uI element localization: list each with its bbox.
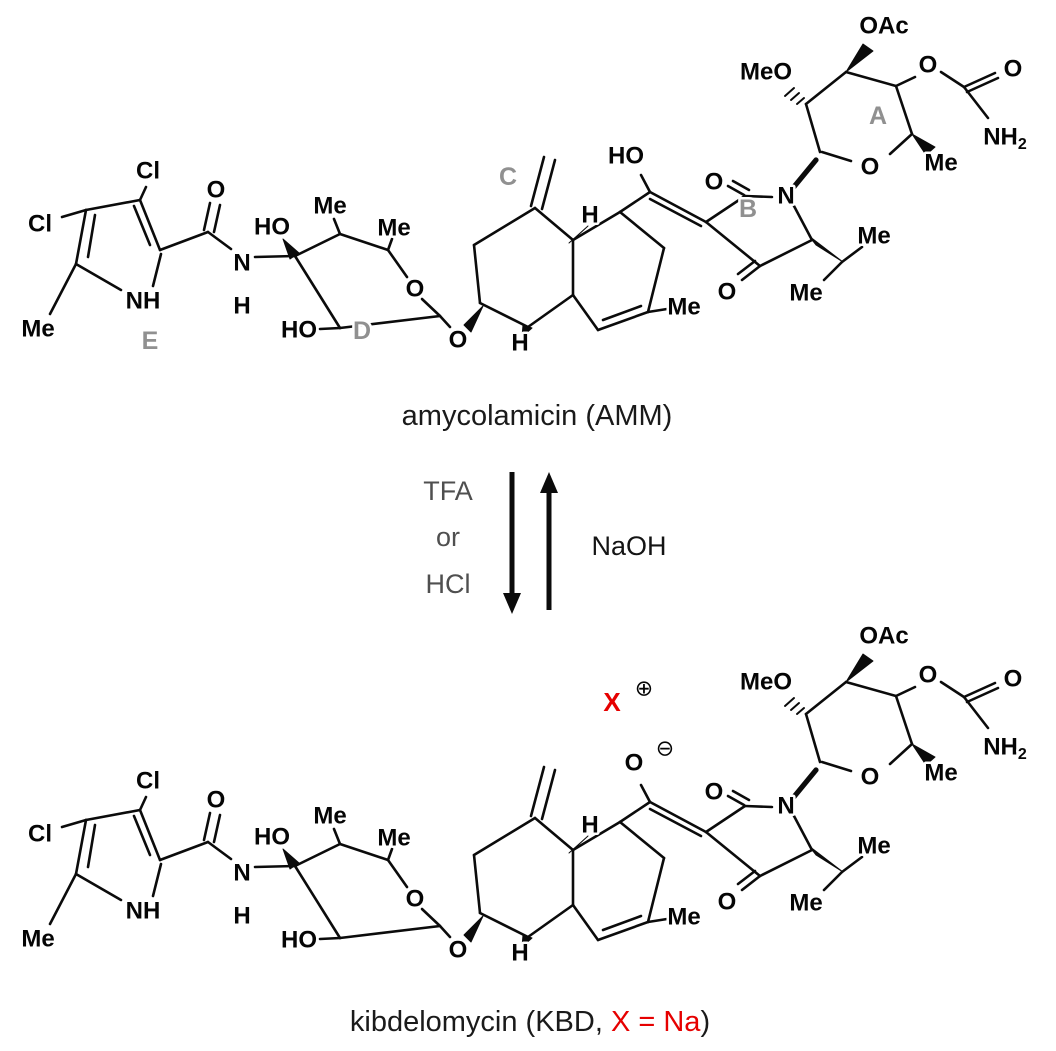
atom-label: Cl [28, 821, 52, 848]
atom-label: H [233, 903, 250, 930]
atom-label: Cl [136, 768, 160, 795]
atom-label: O [207, 787, 226, 814]
atom-label: H [511, 330, 528, 357]
atom-label: Me [667, 294, 700, 321]
reverse-arrowhead-icon [540, 472, 558, 493]
atom-label: O [919, 662, 938, 689]
kbd-caption-highlight: X = Na [611, 1006, 701, 1038]
kbd-caption-prefix: kibdelomycin (KBD, [350, 1006, 611, 1038]
atom-label: NH2 [983, 734, 1027, 763]
atom-label: O [449, 327, 468, 354]
atom-label: O [919, 52, 938, 79]
atom-label: Cl [28, 211, 52, 238]
atom-label: HO [281, 927, 317, 954]
atom-label: HO [254, 214, 290, 241]
reagent-tfa: TFA [423, 476, 473, 506]
equilibrium-arrows: TFA or HCl NaOH [423, 472, 667, 614]
atom-label: O [406, 276, 425, 303]
atom-label: OAc [859, 13, 908, 40]
atom-label: OAc [859, 623, 908, 650]
atom-label: NH2 [983, 124, 1027, 153]
atom-label: Me [377, 825, 410, 852]
atom-label: Me [21, 926, 54, 953]
atom-label: O [625, 750, 644, 777]
atom-label: Me [377, 215, 410, 242]
atom-label: Me [313, 803, 346, 830]
atom-label: H [233, 293, 250, 320]
atom-label: Cl [136, 158, 160, 185]
atom-label: N [233, 250, 250, 277]
atom-label: HO [608, 143, 644, 170]
atom-label: HO [281, 317, 317, 344]
atom-label: N [233, 860, 250, 887]
atom-label: Me [313, 193, 346, 220]
minus-charge-icon: ⊖ [656, 736, 674, 761]
atom-label: NH [126, 898, 161, 925]
atom-label: MeO [740, 669, 792, 696]
atom-label: O [718, 889, 737, 916]
forward-arrowhead-icon [503, 593, 521, 614]
ring-label-e: E [142, 327, 159, 355]
atom-label: H [581, 812, 598, 839]
atom-label: O [207, 177, 226, 204]
atom-label: O [705, 779, 724, 806]
atom-label: Me [667, 904, 700, 931]
amm-caption: amycolamicin (AMM) [402, 400, 673, 432]
counterion-x: X [603, 687, 621, 717]
atom-label: H [581, 202, 598, 229]
atom-label: O [705, 169, 724, 196]
plus-charge-icon: ⊕ [635, 676, 653, 701]
atom-label: O [406, 886, 425, 913]
atom-label: Me [924, 760, 957, 787]
amm-skeleton [50, 44, 998, 337]
atom-label: O [1004, 666, 1023, 693]
atom-label: Me [924, 150, 957, 177]
reagent-naoh: NaOH [591, 531, 666, 561]
atom-label: HO [254, 824, 290, 851]
atom-label: Me [21, 316, 54, 343]
atom-label: MeO [740, 59, 792, 86]
atom-label: O [1004, 56, 1023, 83]
ring-label-b: B [739, 195, 757, 223]
atom-label: O [861, 764, 880, 791]
ring-label-d: D [353, 317, 371, 345]
ring-label-c: C [499, 163, 517, 191]
atom-label: H [511, 940, 528, 967]
kbd-caption: kibdelomycin (KBD, X = Na) [350, 1006, 710, 1038]
reagent-or: or [436, 522, 460, 552]
atom-label: N [777, 183, 794, 210]
atom-label: O [718, 279, 737, 306]
atom-label: O [861, 154, 880, 181]
reagent-hcl: HCl [426, 569, 471, 599]
ring-label-a: A [869, 102, 887, 130]
atom-label: Me [789, 280, 822, 307]
atom-label: Me [789, 890, 822, 917]
atom-label: Me [857, 833, 890, 860]
kbd-skeleton [50, 654, 998, 947]
atom-label: NH [126, 288, 161, 315]
kbd-caption-suffix: ) [700, 1006, 710, 1038]
atom-label: O [449, 937, 468, 964]
atom-label: Me [857, 223, 890, 250]
atom-label: N [777, 793, 794, 820]
